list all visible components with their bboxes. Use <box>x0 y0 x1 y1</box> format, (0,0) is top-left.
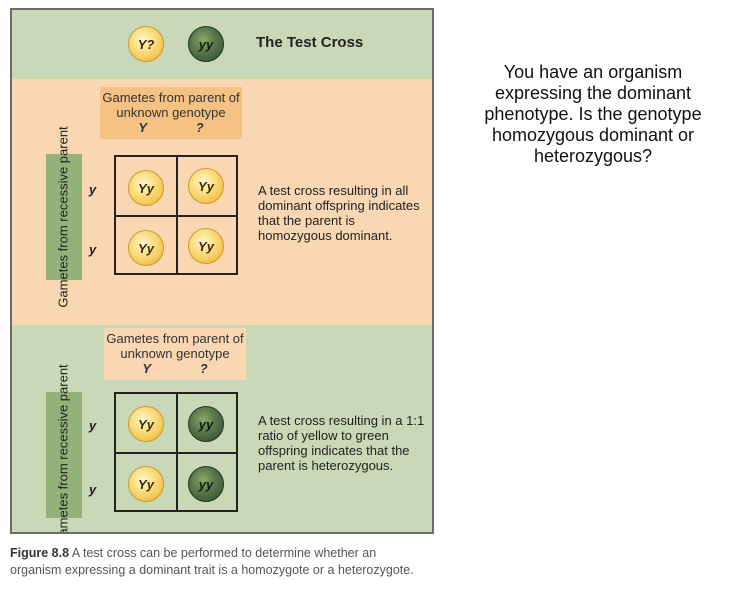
gametes-recessive-text: Gametes from recessive parent <box>56 364 72 534</box>
figure-caption: Figure 8.8 A test cross can be performed… <box>10 545 430 579</box>
gamete-allele: ? <box>195 120 204 135</box>
punnett-square <box>114 155 238 275</box>
gametes-recessive-label: Gametes from recessive parent <box>46 364 82 532</box>
offspring-pea: Yy <box>188 168 224 204</box>
figure-label: Figure 8.8 <box>10 546 70 560</box>
recessive-parent-pea: yy <box>188 26 224 62</box>
gamete-allele: Y <box>142 361 152 376</box>
offspring-pea: yy <box>188 466 224 502</box>
homozygous-description: A test cross resulting in all dominant o… <box>258 183 420 243</box>
unknown-parent-pea: Y? <box>128 26 164 62</box>
gametes-unknown-label: Gametes from parent of unknown genotype … <box>100 87 242 139</box>
question-text: You have an organism expressing the domi… <box>484 62 702 166</box>
gametes-unknown-label: Gametes from parent of unknown genotype … <box>104 328 246 380</box>
row-allele: y <box>89 482 97 497</box>
row-allele: y <box>89 182 97 197</box>
caption-text: A test cross can be performed to determi… <box>10 546 414 577</box>
gamete-allele: ? <box>199 361 208 376</box>
gamete-allele: Y <box>138 120 148 135</box>
row-allele: y <box>89 418 97 433</box>
offspring-pea: Yy <box>188 228 224 264</box>
offspring-pea: Yy <box>128 230 164 266</box>
offspring-pea: Yy <box>128 170 164 206</box>
offspring-pea: yy <box>188 406 224 442</box>
punnett-square <box>114 392 238 512</box>
row-allele: y <box>89 242 97 257</box>
gametes-recessive-label: Gametes from recessive parent <box>46 126 82 308</box>
gametes-unknown-text: Gametes from parent of unknown genotype <box>102 90 240 120</box>
heterozygous-description: A test cross resulting in a 1:1 ratio of… <box>258 413 425 473</box>
gametes-unknown-text: Gametes from parent of unknown genotype <box>106 331 244 361</box>
offspring-pea: Yy <box>128 466 164 502</box>
figure-title: The Test Cross <box>256 34 364 51</box>
test-cross-figure: Y? yy The Test Cross Gametes from parent… <box>10 8 434 534</box>
gametes-recessive-text: Gametes from recessive parent <box>56 126 72 308</box>
offspring-pea: Yy <box>128 406 164 442</box>
